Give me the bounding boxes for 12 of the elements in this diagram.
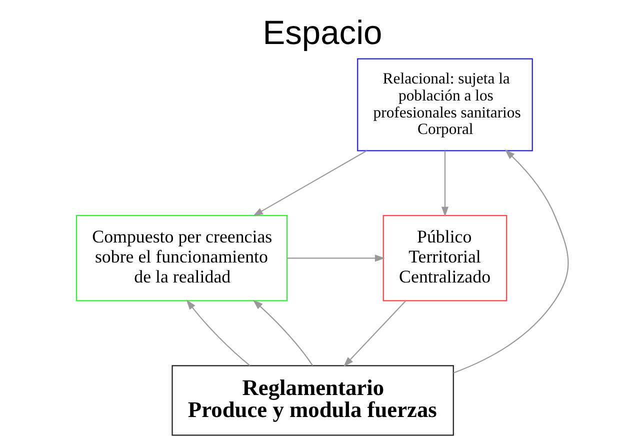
arrow bbox=[186, 300, 250, 366]
arrow bbox=[440, 150, 448, 217]
diagram-title: Espacio bbox=[262, 15, 382, 52]
arrow bbox=[342, 300, 406, 367]
arrow bbox=[252, 150, 366, 216]
arrow bbox=[286, 254, 385, 262]
node-box: Compuesto per creencias sobre el funcionamiento de la realidad bbox=[75, 215, 288, 302]
node-box: Público Territorial Centralizado bbox=[382, 215, 507, 302]
arrow bbox=[452, 150, 568, 374]
node-box: Reglamentario Produce y modula fuerzas bbox=[171, 365, 454, 436]
arrow bbox=[252, 300, 313, 366]
node-box: Relacional: sujeta la población a los profesionales sanitarios Corporal bbox=[356, 58, 532, 152]
